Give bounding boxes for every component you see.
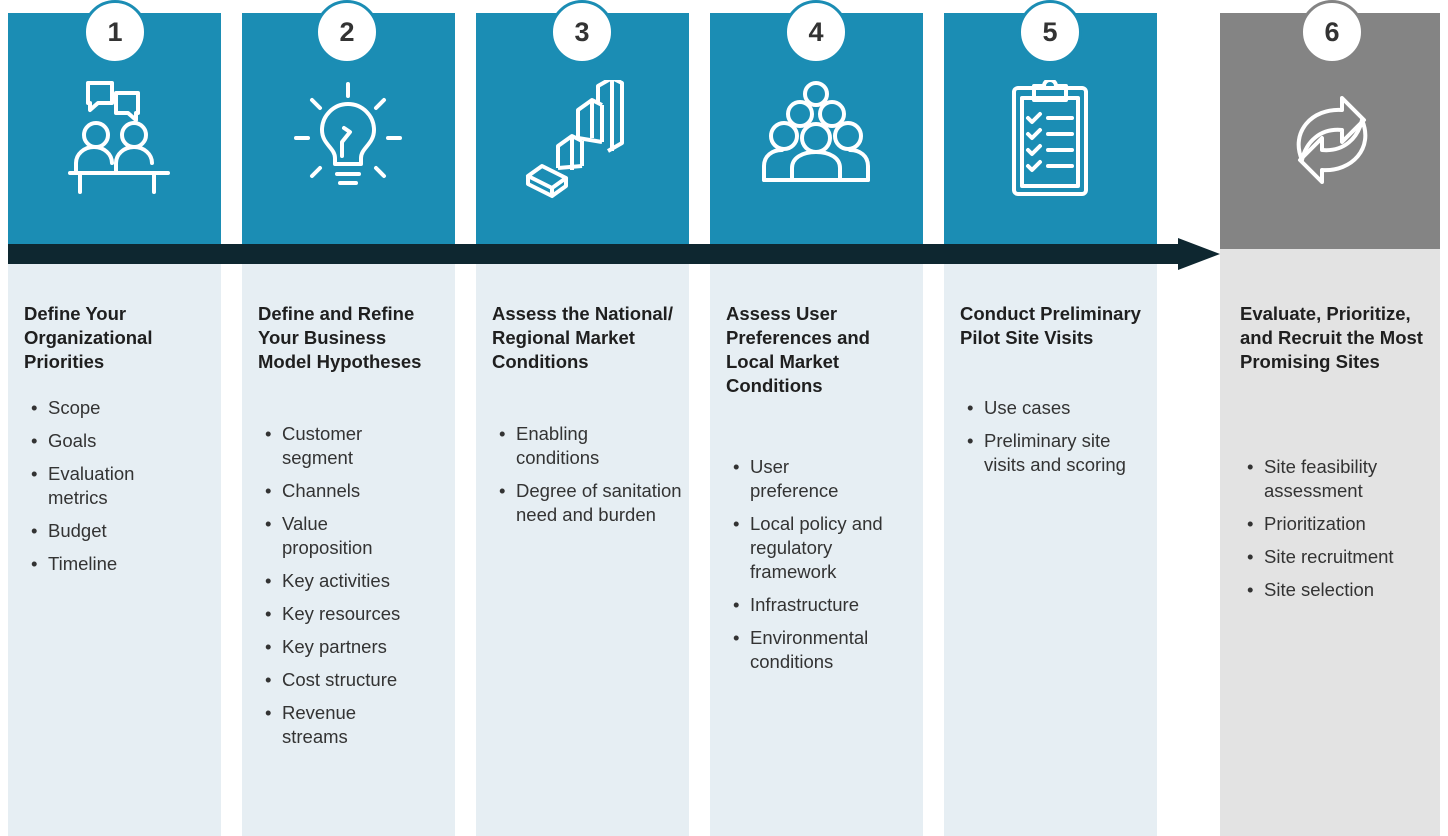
list-item: Value proposition <box>258 512 412 560</box>
list-item: Key partners <box>258 635 453 659</box>
step-body <box>944 249 1157 836</box>
list-item: Timeline <box>24 552 219 576</box>
step-1: 1 Define Your Organizational Priorities … <box>8 0 221 836</box>
step-item-list: Enabling conditions Degree of sanitation… <box>492 413 687 527</box>
step-title: Assess the National/ Regional Market Con… <box>492 303 673 372</box>
step-5: 5 Conduct Preliminary Pilot Site Visits … <box>944 0 1157 836</box>
list-item: Goals <box>24 429 219 453</box>
step-3: 3 Assess the National/ Regional Market C… <box>476 0 689 836</box>
crowd-icon <box>756 80 876 200</box>
step-title: Evaluate, Prioritize, and Recruit the Mo… <box>1240 303 1423 372</box>
list-item: Key resources <box>258 602 453 626</box>
refresh-cycle-icon <box>1272 80 1392 200</box>
step-item-list: Site feasibility assessment Prioritizati… <box>1240 446 1438 602</box>
step-number-badge: 5 <box>1018 0 1082 64</box>
step-item-list: User preference Local policy and regulat… <box>726 446 921 674</box>
step-item-list: Customer segment Channels Value proposit… <box>258 413 453 749</box>
step-item-list: Use cases Preliminary site visits and sc… <box>960 387 1155 477</box>
step-2: 2 Define and Refine Your Business Model … <box>242 0 455 836</box>
step-title: Define Your Organizational Priorities <box>24 303 153 372</box>
list-item: Cost structure <box>258 668 453 692</box>
step-body <box>476 249 689 836</box>
step-title: Assess User Preferences and Local Market… <box>726 303 870 396</box>
lightbulb-icon <box>288 80 408 200</box>
step-number-badge: 1 <box>83 0 147 64</box>
list-item: Evaluation metrics <box>24 462 168 510</box>
list-item: Prioritization <box>1240 512 1438 536</box>
list-item: Site recruitment <box>1240 545 1438 569</box>
step-body <box>1220 249 1440 836</box>
step-number-badge: 4 <box>784 0 848 64</box>
list-item: Revenue streams <box>258 701 392 749</box>
list-item: Degree of sanitation need and burden <box>492 479 691 527</box>
ascending-blocks-icon <box>522 80 642 200</box>
list-item: Site feasibility assessment <box>1240 455 1414 503</box>
list-item: Channels <box>258 479 453 503</box>
list-item: Site selection <box>1240 578 1438 602</box>
step-4: 4 Assess User Preferences and Local Mark… <box>710 0 923 836</box>
discussion-people-icon <box>58 80 178 200</box>
list-item: User preference <box>726 455 870 503</box>
list-item: Environmental conditions <box>726 626 920 674</box>
process-arrow <box>0 238 1220 270</box>
list-item: Preliminary site visits and scoring <box>960 429 1154 477</box>
list-item: Scope <box>24 396 219 420</box>
list-item: Enabling conditions <box>492 422 636 470</box>
clipboard-checklist-icon <box>990 80 1110 200</box>
step-item-list: Scope Goals Evaluation metrics Budget Ti… <box>24 387 219 576</box>
step-6: 6 Evaluate, Prioritize, and Recruit the … <box>1220 0 1440 836</box>
step-number-badge: 6 <box>1300 0 1364 64</box>
step-title: Conduct Preliminary Pilot Site Visits <box>960 303 1141 348</box>
step-number-badge: 3 <box>550 0 614 64</box>
step-title: Define and Refine Your Business Model Hy… <box>258 303 422 372</box>
list-item: Local policy and regulatory framework <box>726 512 910 584</box>
step-number-badge: 2 <box>315 0 379 64</box>
list-item: Customer segment <box>258 422 402 470</box>
list-item: Key activities <box>258 569 453 593</box>
list-item: Infrastructure <box>726 593 921 617</box>
list-item: Budget <box>24 519 219 543</box>
list-item: Use cases <box>960 396 1155 420</box>
